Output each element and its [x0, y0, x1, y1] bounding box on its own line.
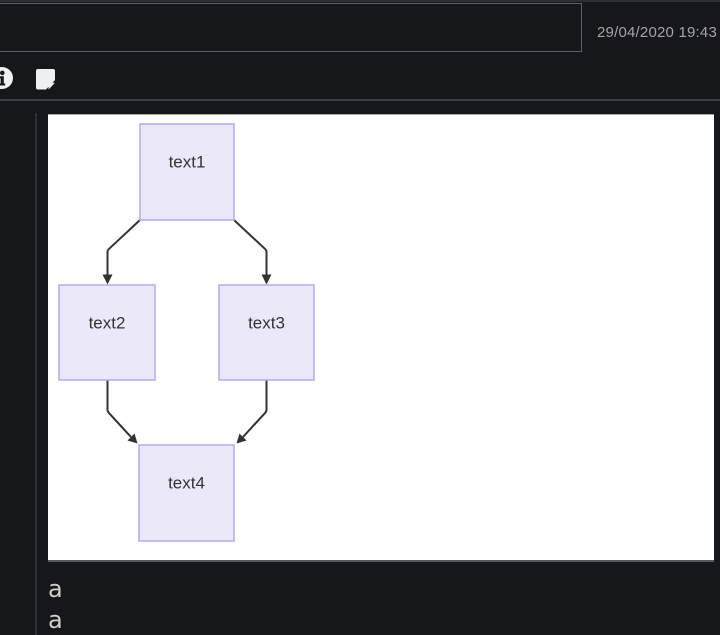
content-left-border [35, 113, 37, 635]
flow-edge-text2-text4 [106, 380, 132, 438]
text-line: a [48, 575, 63, 603]
toolbar-divider [0, 99, 720, 101]
info-circle-icon[interactable] [0, 67, 13, 89]
sticky-note-icon[interactable] [33, 66, 57, 91]
top-divider [0, 0, 720, 2]
flow-arrowhead [127, 433, 138, 444]
flow-node-label: text3 [248, 314, 285, 333]
flow-node-label: text4 [168, 474, 205, 493]
flow-edge-text1-text3 [233, 219, 268, 275]
flow-node-text2 [58, 284, 156, 381]
flow-node-text1 [139, 123, 235, 221]
flow-edge-text1-text2 [106, 219, 141, 275]
timestamp: 29/04/2020 19:43 [597, 24, 717, 41]
flow-arrowhead [261, 274, 272, 285]
text-line: a [48, 606, 63, 634]
flow-node-label: text2 [89, 314, 126, 333]
flow-node-text3 [218, 284, 315, 381]
diagram-canvas: text1 text2 text3 text4 [48, 114, 714, 562]
flow-node-label: text1 [169, 153, 206, 172]
comment-input[interactable] [0, 3, 582, 52]
flow-node-text4 [138, 444, 235, 542]
flow-edge-text3-text4 [242, 380, 268, 438]
flow-arrowhead [102, 274, 113, 285]
flowchart-svg: text1 text2 text3 text4 [58, 123, 315, 542]
flow-arrowhead [236, 433, 247, 444]
